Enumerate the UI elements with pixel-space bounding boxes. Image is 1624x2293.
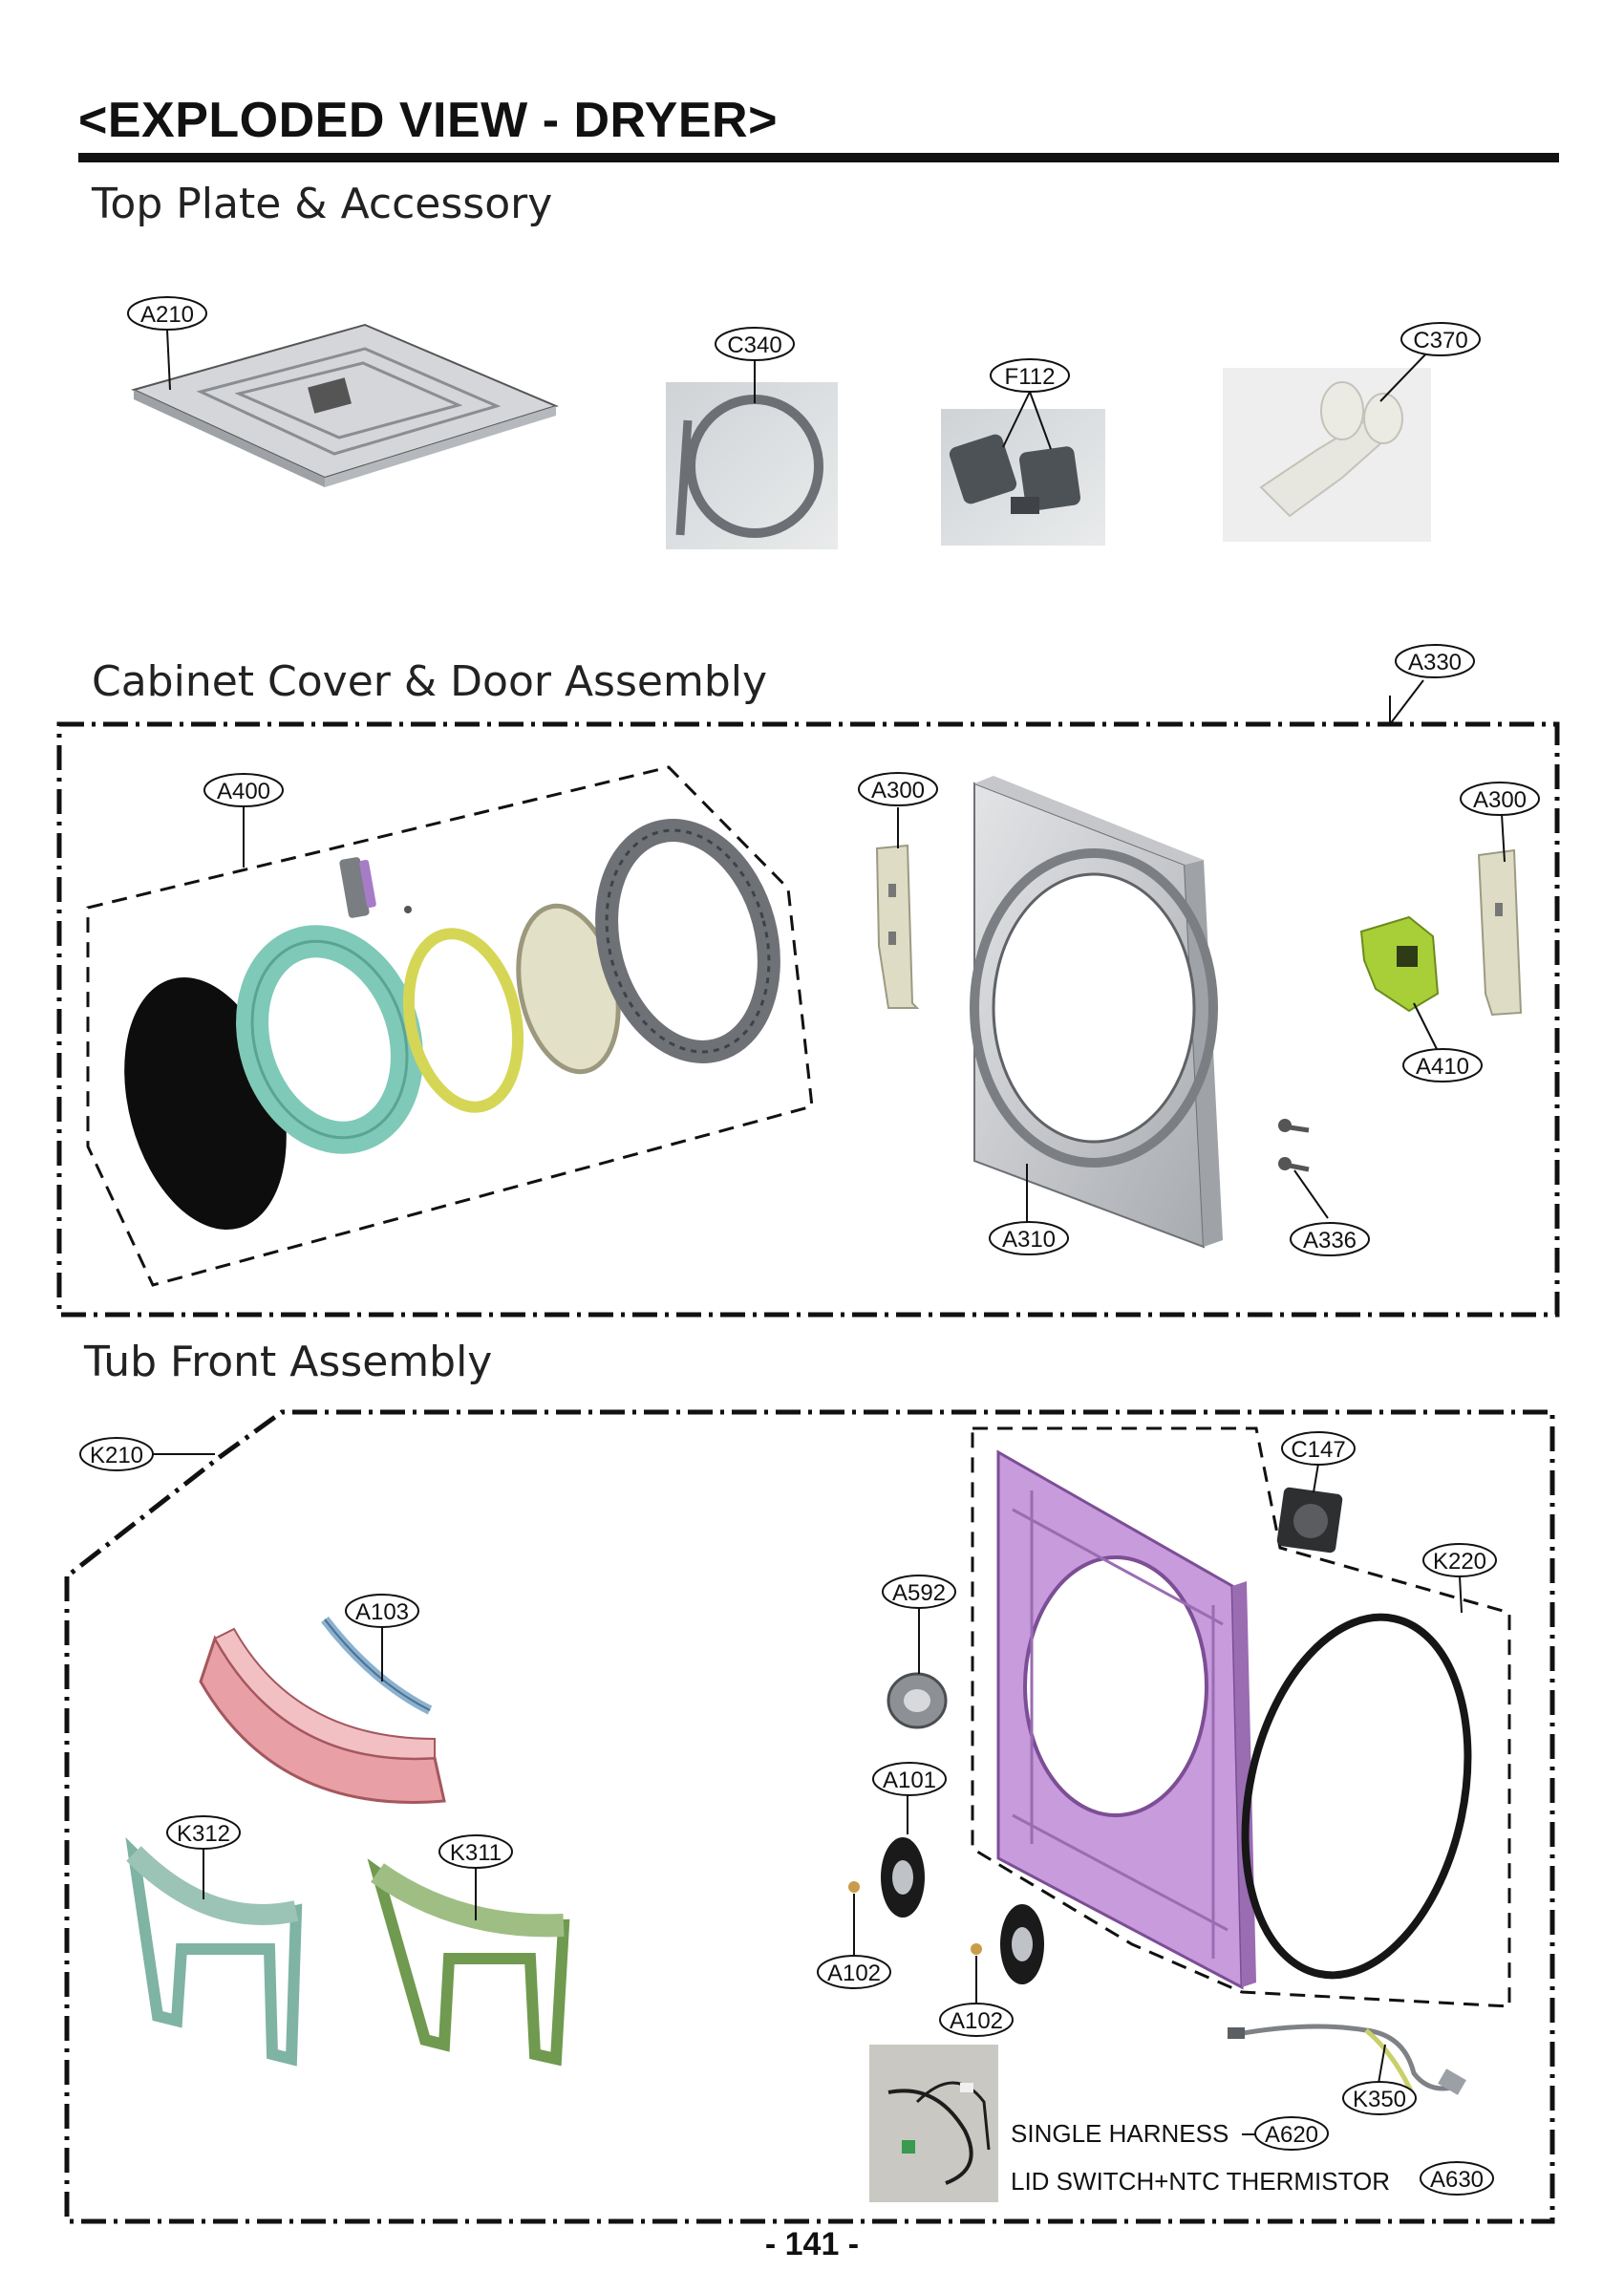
a330-leader-diag (1389, 679, 1424, 725)
callout-k210: K210 (79, 1437, 154, 1471)
k220-leader (1459, 1575, 1463, 1614)
door-gasket-ring-part (402, 928, 524, 1113)
tub-front-dashed-outline (971, 1426, 1511, 2008)
callout-a102-right: A102 (939, 2003, 1014, 2037)
c340-hose-photo (666, 382, 838, 549)
svg-text:A102: A102 (950, 2008, 1003, 2034)
callout-a210: A210 (127, 296, 207, 331)
door-assembly-dashed-outline (86, 765, 814, 1287)
c147-leader (1313, 1463, 1319, 1493)
lint-housing-right-part (367, 1858, 570, 2067)
callout-a310: A310 (989, 1221, 1069, 1255)
section-heading-cabinet: Cabinet Cover & Door Assembly (92, 657, 768, 706)
f112-clips-photo (941, 409, 1105, 546)
svg-text:A330: A330 (1408, 650, 1462, 675)
hinge-bracket-right-part (1477, 848, 1523, 1017)
callout-a300-right: A300 (1460, 782, 1540, 816)
callout-k312: K312 (166, 1815, 241, 1850)
harness-part (1228, 2024, 1466, 2099)
callout-k311: K311 (438, 1834, 513, 1869)
callout-a592: A592 (882, 1575, 956, 1609)
callouts: A210 C340 F112 C370 A330 A400 A300 A300 … (79, 296, 1540, 2196)
door-lock-part (1359, 915, 1440, 1013)
c370-adapter-photo (1223, 368, 1431, 542)
a336-leader (1293, 1169, 1329, 1219)
svg-text:K210: K210 (90, 1443, 143, 1468)
section-heading-top-plate: Top Plate & Accessory (92, 180, 553, 228)
hinge-bracket-left-part (875, 844, 920, 1009)
callout-c147: C147 (1281, 1431, 1356, 1466)
caption-lid-switch: LID SWITCH+NTC THERMISTOR (1011, 2167, 1391, 2196)
door-outer-frame-part (595, 819, 780, 1063)
svg-text:C340: C340 (727, 332, 781, 358)
callout-a630: A630 (1420, 2161, 1494, 2196)
callout-a620: A620 (1254, 2116, 1329, 2151)
callout-a300-left: A300 (858, 772, 938, 806)
svg-text:K311: K311 (450, 1840, 502, 1866)
svg-text:A336: A336 (1303, 1228, 1357, 1254)
screws-part (1278, 1119, 1310, 1172)
roller-pin-right-part (971, 1943, 982, 1955)
caption-single-harness: SINGLE HARNESS (1011, 2119, 1229, 2148)
callout-k350: K350 (1342, 2081, 1417, 2115)
a300-right-leader (1501, 813, 1506, 863)
top-leader-lines (166, 329, 1429, 450)
svg-text:K220: K220 (1433, 1549, 1486, 1575)
svg-text:A101: A101 (883, 1768, 936, 1793)
callout-a330: A330 (1395, 644, 1475, 678)
svg-text:F112: F112 (1005, 364, 1056, 390)
tub-front-rail-part (321, 1616, 433, 1715)
roller-right-part (1000, 1904, 1044, 1984)
callout-c370: C370 (1400, 322, 1481, 356)
svg-text:A102: A102 (827, 1961, 881, 1986)
callout-c340: C340 (715, 327, 795, 361)
section-heading-tub-front: Tub Front Assembly (84, 1338, 493, 1386)
top-plate-part (131, 323, 559, 487)
svg-text:A592: A592 (892, 1580, 946, 1606)
cabinet-dashed-frame (56, 721, 1560, 1318)
svg-text:A300: A300 (1473, 787, 1527, 813)
door-hinge-part (339, 857, 412, 918)
svg-text:A410: A410 (1416, 1054, 1469, 1080)
callout-a101: A101 (872, 1762, 947, 1796)
roller-pin-left-part (848, 1881, 860, 1893)
svg-text:K350: K350 (1353, 2087, 1406, 2112)
callout-a103: A103 (345, 1594, 419, 1628)
callout-a410: A410 (1402, 1048, 1483, 1082)
callout-a336: A336 (1290, 1222, 1370, 1256)
svg-text:A400: A400 (217, 779, 270, 804)
callout-a400: A400 (203, 773, 284, 807)
harness-photo (869, 2045, 998, 2202)
cabinet-front-cover-part (970, 776, 1223, 1249)
tub-dashed-frame (64, 1409, 1555, 2224)
title-rule (78, 153, 1559, 162)
fan-part (1276, 1487, 1343, 1554)
callout-f112: F112 (990, 358, 1070, 393)
svg-text:C147: C147 (1291, 1437, 1345, 1463)
page-number: - 141 - (764, 2226, 860, 2262)
svg-text:A210: A210 (140, 302, 194, 328)
svg-text:C370: C370 (1413, 328, 1467, 354)
svg-text:A103: A103 (355, 1599, 409, 1625)
tub-front-cover-part (199, 1627, 446, 1804)
svg-text:A620: A620 (1265, 2122, 1318, 2148)
lint-housing-left-part (125, 1836, 303, 2067)
svg-text:A310: A310 (1002, 1227, 1056, 1253)
page-title: <EXPLODED VIEW - DRYER> (78, 93, 778, 148)
tub-front-frame-part (996, 1449, 1256, 1990)
callout-a102-left: A102 (817, 1955, 891, 1989)
a410-leader (1413, 1002, 1439, 1052)
svg-text:A630: A630 (1430, 2167, 1484, 2193)
callout-k220: K220 (1422, 1543, 1497, 1577)
tub-gasket-part (1241, 1613, 1472, 1980)
sensor-bracket-part (887, 1672, 948, 1729)
svg-text:K312: K312 (177, 1821, 230, 1847)
svg-text:A300: A300 (871, 778, 925, 804)
door-inner-ring-part (236, 925, 423, 1154)
roller-left-part (881, 1837, 925, 1918)
